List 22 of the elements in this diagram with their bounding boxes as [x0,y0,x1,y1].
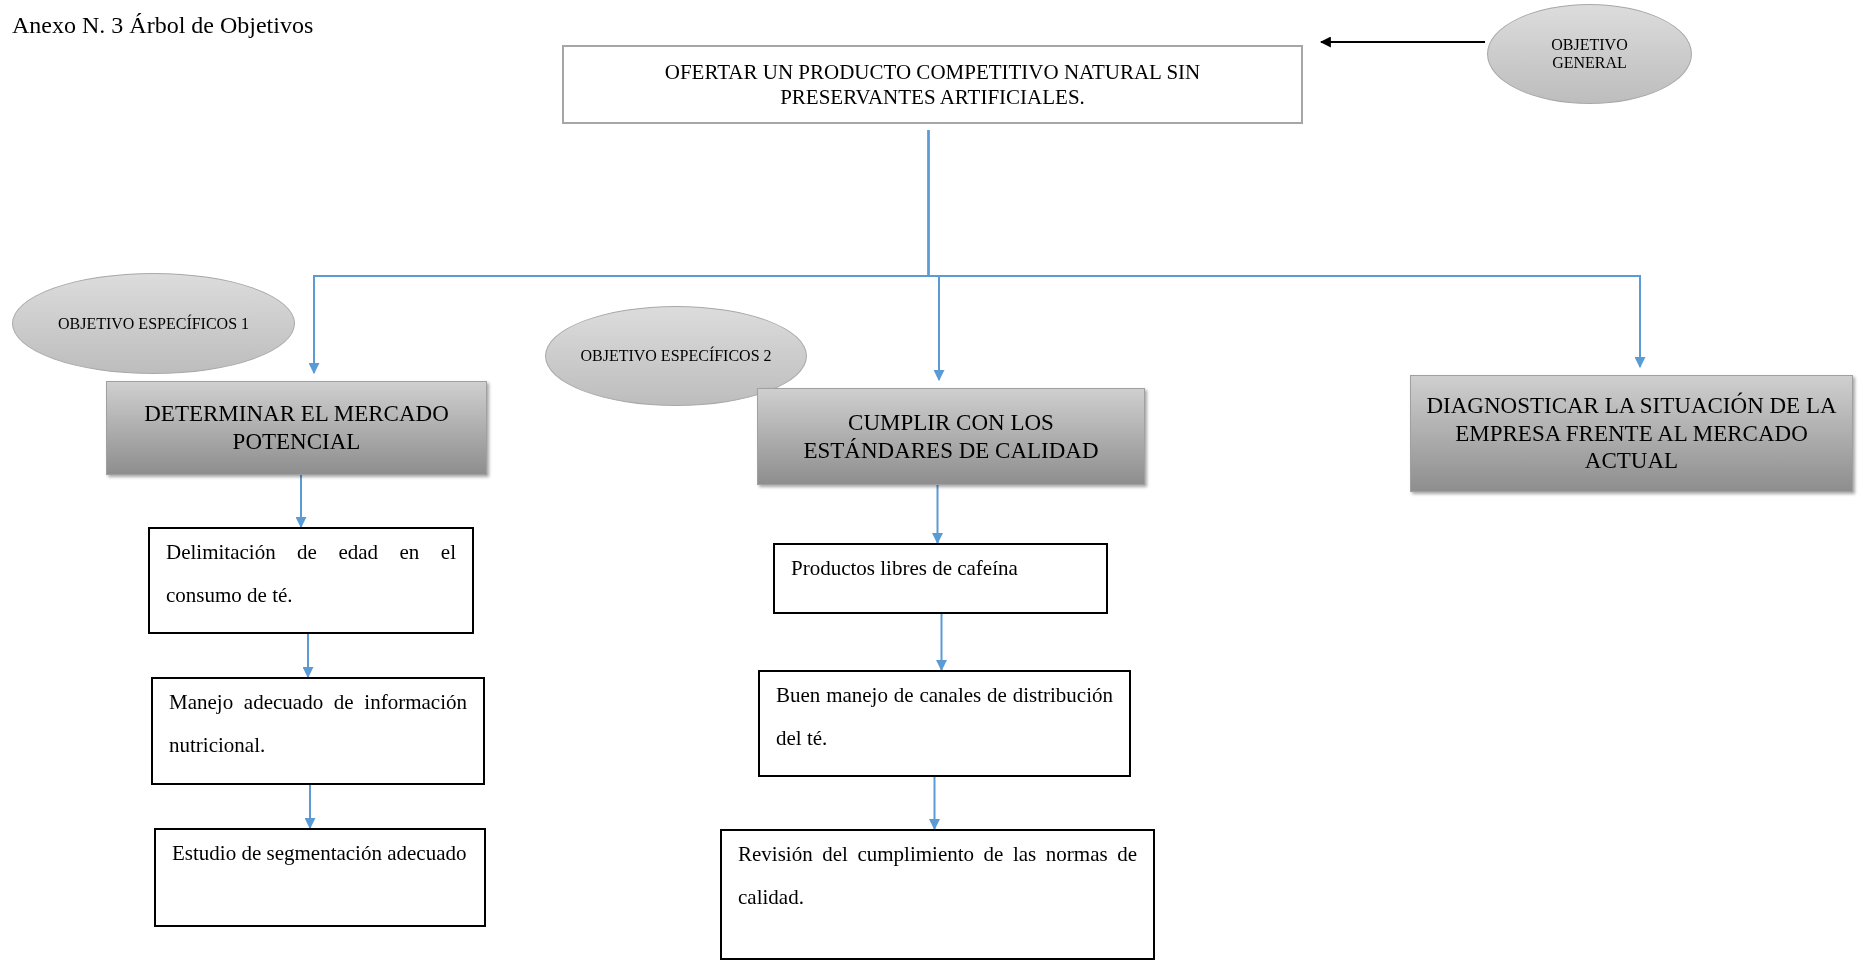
activity-box: Revisión del cumplimiento de las normas de calidad. [720,829,1155,960]
objective-box: OFERTAR UN PRODUCTO COMPETITIVO NATURAL SIN PRESERVANTES ARTIFICIALES. [562,45,1303,124]
objective-box: CUMPLIR CON LOS ESTÁNDARES DE CALIDAD [757,388,1145,485]
arrow [302,633,314,679]
activity-box: Buen manejo de canales de distribución del té. [758,670,1131,777]
objective-box: DIAGNOSTICAR LA SITUACIÓN DE LA EMPRESA FRENTE AL MERCADO ACTUAL [1410,375,1853,492]
tag-oval: OBJETIVO GENERAL [1487,4,1692,104]
arrow [304,784,316,830]
arrow [1319,36,1486,48]
activity-box: Delimitación de edad en el consumo de té. [148,527,474,634]
tag-oval: OBJETIVO ESPECÍFICOS 1 [12,273,295,374]
tag-oval: OBJETIVO ESPECÍFICOS 2 [545,306,807,406]
arrow [295,474,307,529]
objective-box: DETERMINAR EL MERCADO POTENCIAL [106,381,487,475]
arrow [936,613,947,672]
arrow [932,484,943,545]
activity-box: Manejo adecuado de información nutricional. [151,677,485,785]
arrow [927,129,1646,369]
arrow [929,776,940,831]
activity-box: Estudio de segmentación adecuado [154,828,486,927]
activity-box: Productos libres de cafeína [773,543,1108,614]
title: Anexo N. 3 Árbol de Objetivos [12,12,314,39]
